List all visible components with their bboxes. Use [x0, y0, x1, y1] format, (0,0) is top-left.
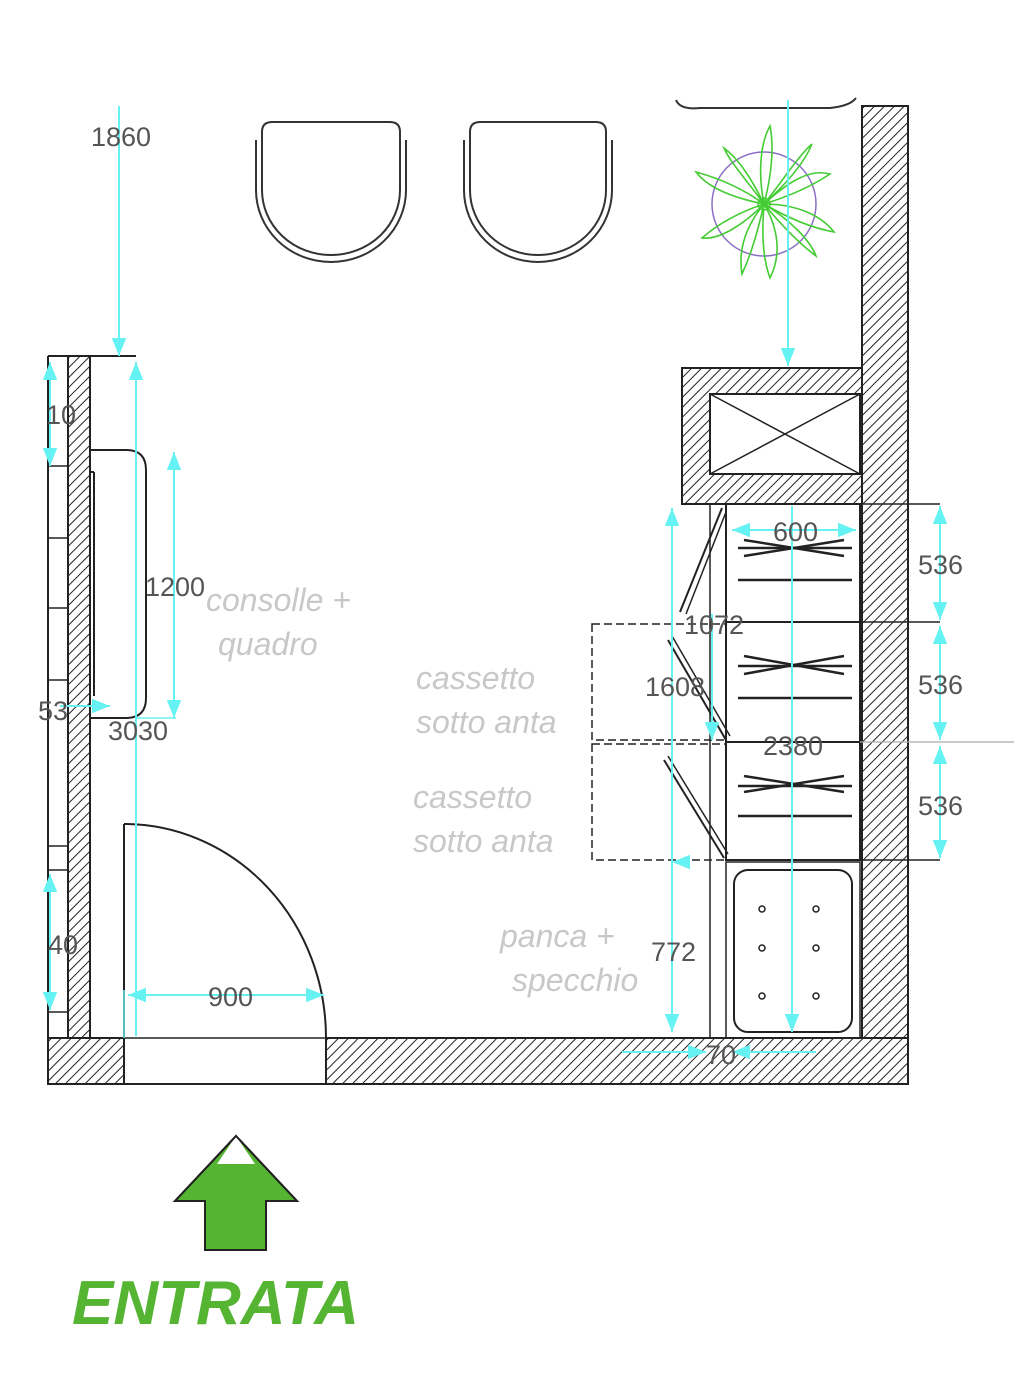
dim-40: 40: [48, 930, 78, 960]
note-console-line2: quadro: [218, 626, 318, 662]
dim-600: 600: [773, 517, 818, 547]
dim-772: 772: [651, 937, 696, 967]
drawer-outline-2: [591, 743, 727, 861]
dim-900: 900: [208, 982, 253, 1012]
console-table: [90, 449, 147, 719]
right-wall: [861, 105, 909, 1085]
note-drawer1-line2: sotto anta: [416, 704, 557, 740]
drawer-outline-1: [591, 623, 727, 741]
bottom-wall-left: [47, 1037, 125, 1085]
dimension-lines: [42, 100, 948, 1060]
dim-536-middle: 536: [918, 670, 963, 700]
note-drawer2-line1: cassetto: [413, 779, 532, 815]
note-bench-line1: panca +: [499, 918, 615, 954]
entrance-arrow-icon: [172, 1134, 300, 1251]
bottom-wall-right: [325, 1037, 909, 1085]
armchair-right: [463, 121, 613, 263]
dim-1072: 1072: [684, 610, 744, 640]
note-drawer1-line1: cassetto: [416, 660, 535, 696]
note-bench-line2: specchio: [512, 962, 638, 998]
wardrobe-cabinet: [591, 503, 1014, 1038]
note-console-line1: consolle +: [206, 582, 351, 618]
dim-70: 70: [706, 1040, 736, 1070]
dim-1608: 1608: [645, 672, 705, 702]
entrance-label: ENTRATA: [72, 1269, 359, 1338]
armchair-left: [255, 121, 407, 263]
shaft-box: [709, 393, 861, 475]
dim-53: 53: [38, 696, 68, 726]
walls: [47, 97, 909, 1085]
annotations: consolle + quadro cassetto sotto anta ca…: [206, 582, 638, 998]
note-drawer2-line2: sotto anta: [413, 823, 554, 859]
plant-icon: [693, 123, 836, 281]
dim-2380: 2380: [763, 731, 823, 761]
dim-1200: 1200: [145, 572, 205, 602]
dim-536-top: 536: [918, 550, 963, 580]
dimension-labels: 1860 10 1200 53 3030 40 900 600 1072 160…: [38, 122, 963, 1070]
dim-3030: 3030: [108, 716, 168, 746]
dim-1860: 1860: [91, 122, 151, 152]
dim-536-bottom: 536: [918, 791, 963, 821]
dim-10: 10: [46, 400, 76, 430]
